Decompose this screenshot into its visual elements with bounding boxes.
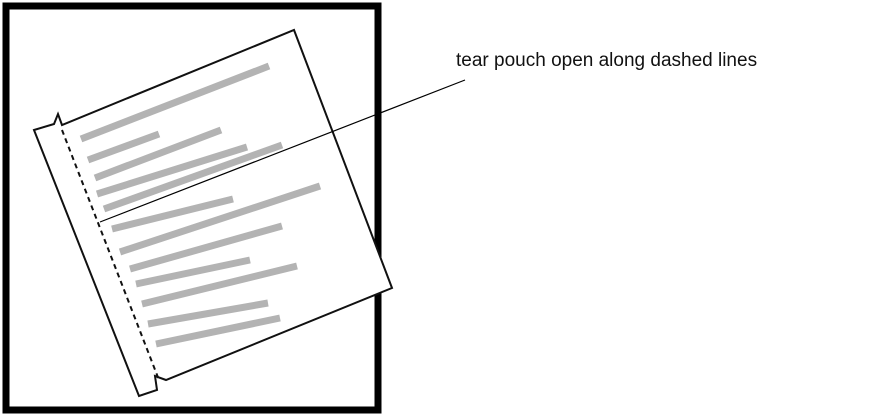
pouch xyxy=(34,30,392,396)
callout-label: tear pouch open along dashed lines xyxy=(456,50,757,71)
